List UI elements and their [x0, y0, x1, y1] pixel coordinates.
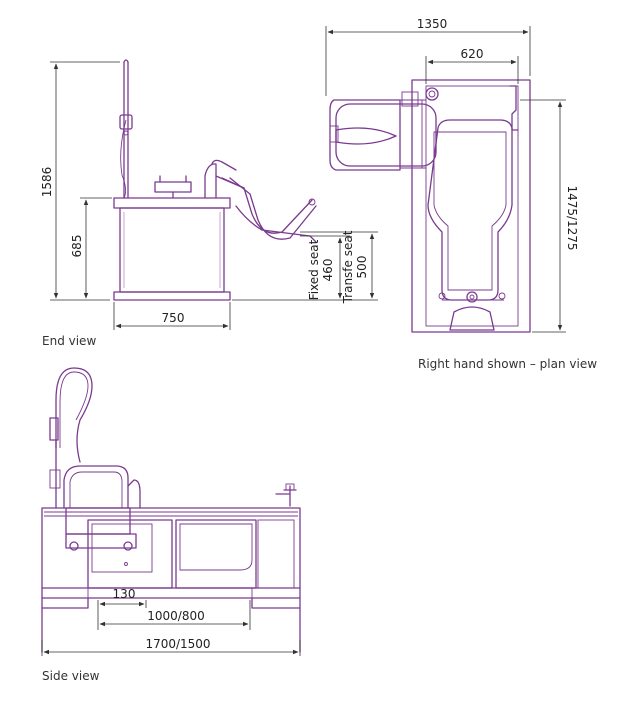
fixed-seat-value: 460 — [321, 259, 335, 282]
step-plan — [449, 306, 495, 331]
end-view: 1586 685 750 Fixed seat 460 Transfe seat… — [40, 59, 378, 348]
side-view: 130 1000/800 1700/1500 Side view — [41, 367, 301, 683]
transfer-seat-label: Transfe seat — [341, 230, 355, 304]
tap-left-plan — [425, 87, 439, 101]
chair-arm — [127, 479, 141, 509]
dim-height-total: 1586 — [40, 167, 54, 198]
bath-tub-end — [119, 207, 225, 293]
dim-clearance: 130 — [113, 587, 136, 601]
plug-hole — [466, 291, 478, 303]
bath-rim — [113, 197, 231, 209]
door-panel-right — [175, 519, 257, 589]
dim-width-total-plan: 1350 — [417, 17, 448, 31]
dim-length-total: 1700/1500 — [145, 637, 210, 651]
bath-outline-plan — [411, 79, 531, 333]
door-panel-left — [87, 519, 173, 589]
transfer-seat-value: 500 — [355, 256, 369, 279]
swing-seat-plan — [335, 103, 437, 167]
seat-post — [204, 163, 217, 199]
caption-plan-view: Right hand shown – plan view — [418, 357, 597, 371]
chair-base-side — [65, 533, 137, 549]
caption-end-view: End view — [42, 334, 96, 348]
tub-basin-plan — [427, 119, 513, 301]
dim-height-bath: 685 — [70, 235, 84, 258]
caption-side-view: Side view — [42, 669, 100, 683]
swing-seat-frame-plan — [329, 99, 401, 171]
fixed-seat-label: Fixed seat — [307, 239, 321, 300]
tap-block — [154, 181, 192, 193]
bath-base — [113, 291, 231, 301]
bath-body-side — [41, 507, 301, 653]
shower-hose — [120, 119, 127, 199]
tap-right-plan — [509, 85, 519, 131]
plan-view: 1350 620 1475/1275 Right hand shown – pl… — [325, 17, 597, 371]
shower-head-side — [49, 417, 59, 441]
dim-length-plan: 1475/1275 — [565, 185, 579, 250]
dim-width: 750 — [162, 311, 185, 325]
chair-back — [63, 465, 129, 509]
dim-width-inner-plan: 620 — [461, 47, 484, 61]
dim-length-inner: 1000/800 — [147, 609, 205, 623]
shower-riser-loop — [55, 367, 93, 463]
shower-head — [119, 114, 133, 130]
